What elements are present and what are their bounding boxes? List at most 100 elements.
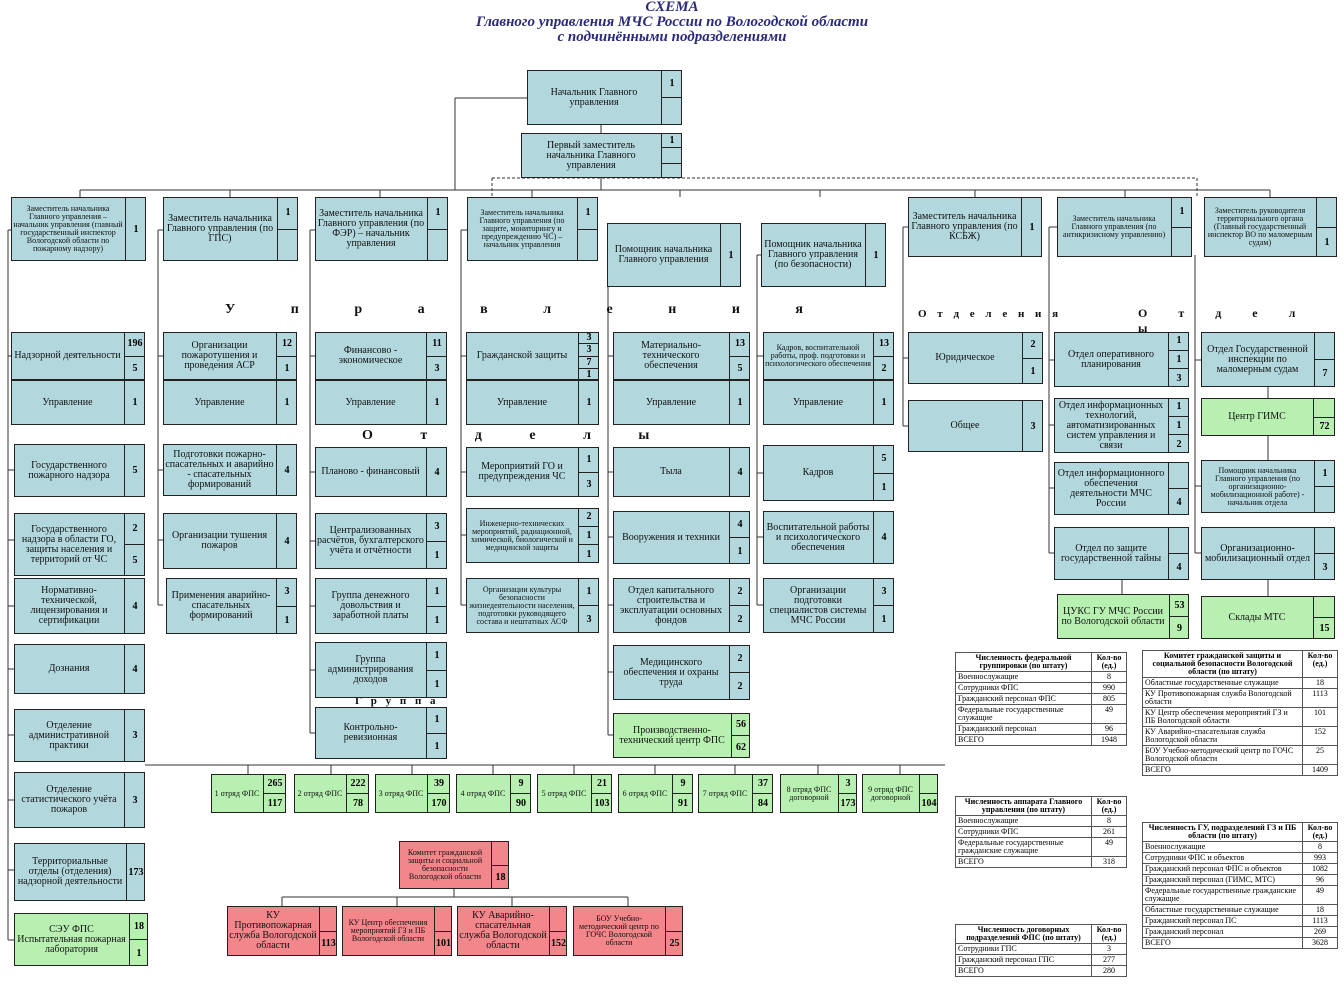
unit-box-komitet[interactable]: Комитет гражданской защиты и социальной …	[399, 841, 509, 889]
unit-box-asst-sec[interactable]: Помощник начальника Главного управления …	[761, 223, 886, 287]
table-header-cell: Кол-во (ед.)	[1091, 796, 1127, 816]
unit-box-gr-den[interactable]: Группа денежного довольствия и заработно…	[315, 578, 447, 634]
staff-count: 101	[435, 930, 452, 957]
unit-title: Общее	[950, 420, 980, 431]
unit-box-gims[interactable]: Отдел Государственной инспекции по малом…	[1201, 332, 1335, 387]
unit-box-dep-gims[interactable]: Заместитель руководителя территориальног…	[1204, 197, 1337, 257]
unit-box-dep-gps[interactable]: Заместитель начальника Главного управлен…	[163, 197, 298, 261]
staff-count-column: 4	[1168, 527, 1189, 580]
staff-count: 113	[320, 930, 337, 957]
unit-box-gn-go[interactable]: Государственного надзора в области ГО, з…	[14, 513, 145, 576]
staff-count-column: 3	[1022, 400, 1043, 452]
unit-box-asst-mob[interactable]: Помощник начальника Главного управления …	[1201, 460, 1335, 513]
unit-title: 5 отряд ФПС	[541, 788, 587, 798]
unit-box-seu[interactable]: СЭУ ФПС Испытательная пожарная лаборатор…	[14, 913, 148, 966]
unit-box-bou[interactable]: БОУ Учебно-методический центр по ГОЧС Во…	[573, 906, 683, 956]
staff-count-column: 1	[661, 133, 682, 178]
unit-box-terr[interactable]: Территориальные отделы (отделения) надзо…	[14, 843, 145, 901]
staff-count-column: 18	[491, 841, 509, 889]
unit-box-norm[interactable]: Нормативно-технической, лицензирования и…	[14, 578, 145, 634]
unit-box-vosp[interactable]: Воспитательной работы и психологического…	[763, 511, 894, 564]
unit-box-inf-obesp[interactable]: Отдел информационного обеспечения деятел…	[1054, 462, 1189, 515]
table-header-cell: Численность договорных подразделений ФПС…	[955, 924, 1092, 944]
unit-box-centr-rasch[interactable]: Централизованных расчётов, бухгалтерског…	[315, 513, 447, 569]
unit-box-podg[interactable]: Подготовки пожарно-спасательных и аварий…	[163, 444, 297, 496]
table-cell: 8	[1091, 815, 1127, 827]
unit-box-tsuks[interactable]: ЦУКС ГУ МЧС России по Вологодской област…	[1057, 594, 1189, 639]
unit-box-inf-tech[interactable]: Отдел информационных технологий, автомат…	[1054, 398, 1189, 453]
unit-box-dep-gz[interactable]: Заместитель начальника Главного управлен…	[467, 197, 598, 261]
staff-count-column: 4	[124, 578, 145, 634]
unit-box-dep-ksbzh[interactable]: Заместитель начальника Главного управлен…	[908, 197, 1042, 257]
unit-box-dep-fer[interactable]: Заместитель начальника Главного управлен…	[315, 197, 448, 261]
staff-table-t1: Численность федеральной группировки (по …	[955, 652, 1127, 746]
unit-box-kadr[interactable]: Кадров, воспитательной работы, проф. под…	[763, 332, 894, 380]
unit-box-ku-prot[interactable]: КУ Противопожарная служба Вологодской об…	[227, 906, 337, 956]
unit-box-obshchee[interactable]: Общее 3	[908, 400, 1043, 452]
unit-box-prim[interactable]: Применения аварийно-спасательных формиро…	[166, 578, 297, 634]
unit-box-ku-centr[interactable]: КУ Центр обеспечения мероприятий ГЗ и ПБ…	[342, 906, 452, 956]
table-cell: Федеральные государственные гражданские …	[1142, 885, 1303, 905]
unit-box-org-kult[interactable]: Организации культуры безопасности жизнед…	[466, 578, 599, 633]
staff-count: 1	[579, 544, 599, 563]
unit-box-inzh[interactable]: Инженерно-технических мероприятий, радиа…	[466, 508, 599, 563]
unit-box-ku-avar[interactable]: КУ Аварийно-спасательная служба Вологодс…	[457, 906, 567, 956]
unit-title: Первый заместитель начальника Главного у…	[546, 139, 636, 171]
unit-box-dep-gpn[interactable]: Заместитель начальника Главного управлен…	[11, 197, 146, 261]
unit-box-dep-anti[interactable]: Заместитель начальника Главного управлен…	[1057, 197, 1192, 257]
unit-box-org-podg[interactable]: Организации подготовки специалистов сист…	[763, 578, 894, 633]
unit-box-org-pt[interactable]: Организации пожаротушения и проведения А…	[163, 332, 297, 380]
staff-count: 7	[579, 355, 599, 368]
staff-count: 1	[434, 397, 440, 408]
unit-box-first-deputy[interactable]: Первый заместитель начальника Главного у…	[521, 133, 682, 178]
table-cell: Сотрудники ФПС	[955, 826, 1092, 838]
staff-count: 1	[881, 397, 887, 408]
unit-box-kap-str[interactable]: Отдел капитального строительства и экспл…	[613, 578, 750, 633]
staff-count: 3	[284, 586, 290, 598]
